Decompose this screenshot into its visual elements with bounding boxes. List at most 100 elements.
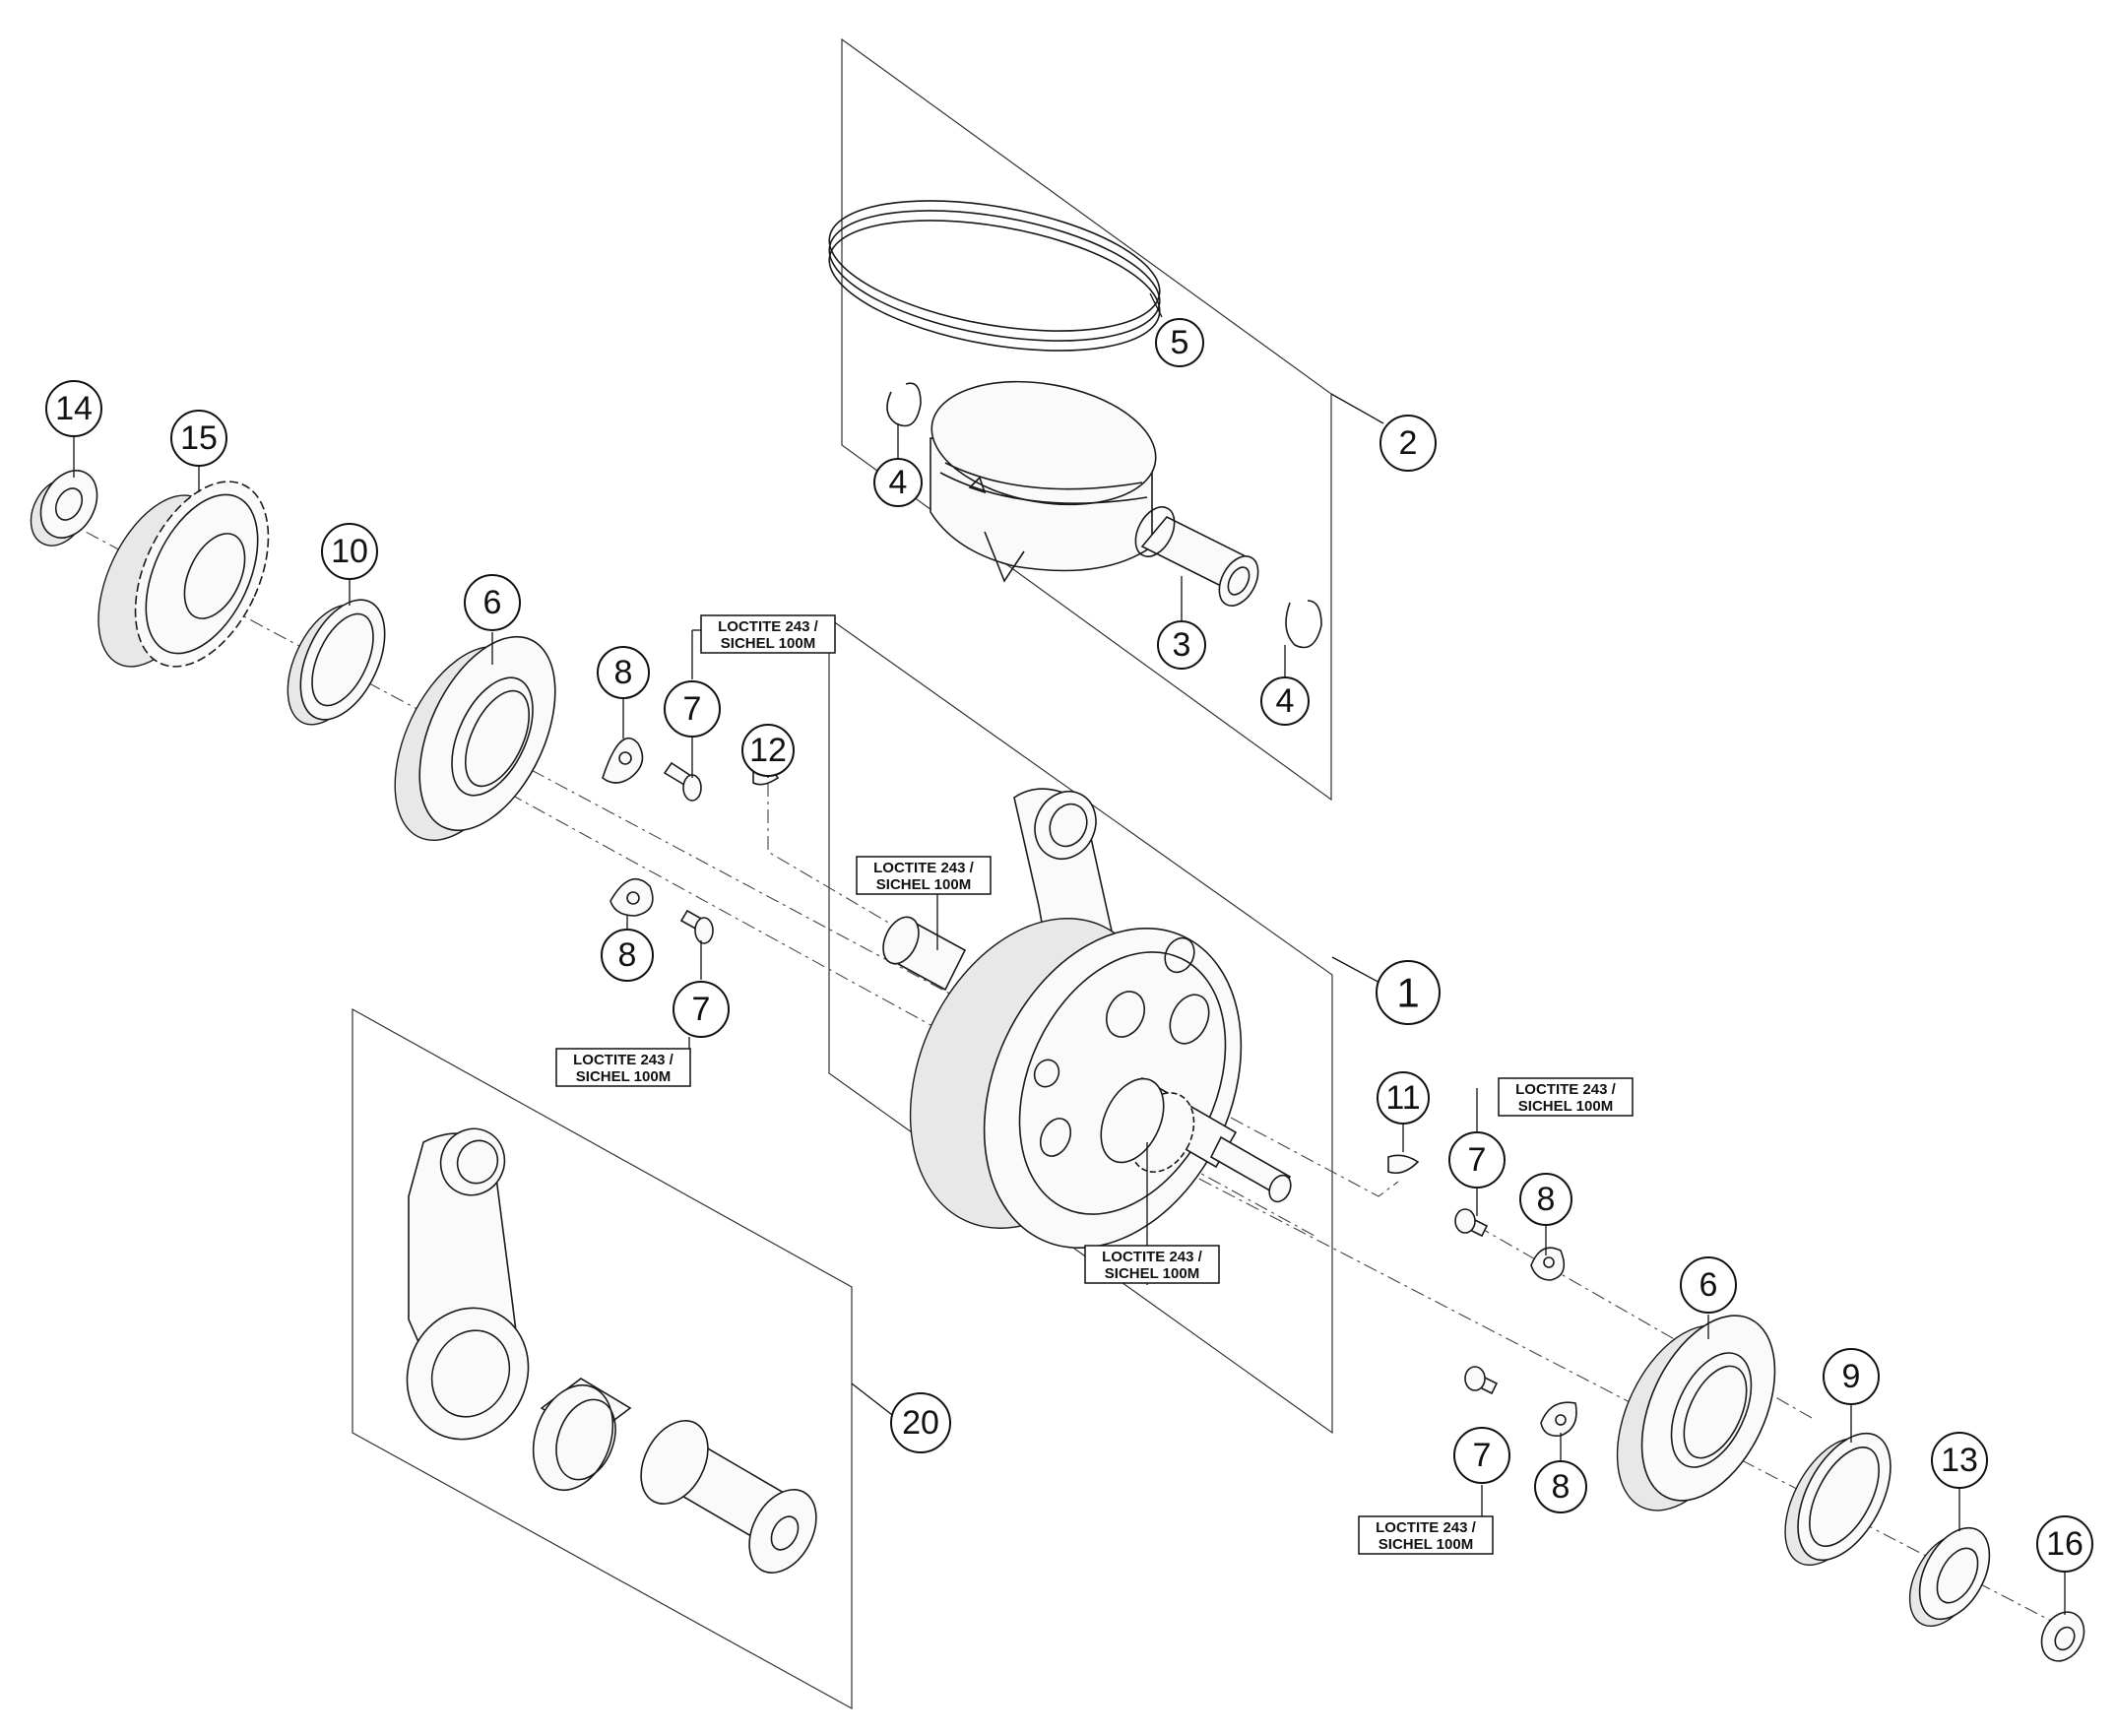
svg-text:14: 14 bbox=[55, 390, 93, 427]
svg-text:10: 10 bbox=[331, 533, 368, 570]
main-axis-lower bbox=[1033, 1092, 2079, 1636]
svg-text:7: 7 bbox=[692, 991, 711, 1028]
callout-8-lower-right: 8 bbox=[1534, 1460, 1587, 1513]
part-8-lock-plate-right-lower bbox=[1540, 1401, 1577, 1438]
part-14-nut bbox=[30, 470, 98, 547]
callout-9: 9 bbox=[1823, 1348, 1880, 1405]
callout-4-right: 4 bbox=[1260, 676, 1310, 726]
svg-text:6: 6 bbox=[483, 584, 502, 621]
loctite-note-upper-right: LOCTITE 243 / SICHEL 100M bbox=[1498, 1077, 1634, 1117]
callout-4-left: 4 bbox=[873, 458, 923, 507]
part-3-piston-pin bbox=[1134, 506, 1259, 607]
svg-text:4: 4 bbox=[889, 464, 908, 501]
callout-8-lower-left: 8 bbox=[601, 929, 654, 982]
svg-text:5: 5 bbox=[1171, 324, 1189, 361]
callout-10: 10 bbox=[321, 523, 378, 580]
callout-5: 5 bbox=[1155, 318, 1204, 367]
loctite-note-lower-right: LOCTITE 243 / SICHEL 100M bbox=[1358, 1515, 1494, 1555]
callout-14: 14 bbox=[45, 380, 102, 437]
svg-text:13: 13 bbox=[1941, 1442, 1978, 1479]
svg-text:16: 16 bbox=[2046, 1525, 2084, 1563]
svg-text:7: 7 bbox=[683, 690, 702, 728]
part-8-lock-plate-right-upper bbox=[1530, 1247, 1566, 1281]
part-16-nut bbox=[2040, 1611, 2085, 1662]
svg-text:4: 4 bbox=[1276, 682, 1295, 720]
svg-text:8: 8 bbox=[1552, 1468, 1571, 1506]
svg-text:2: 2 bbox=[1399, 424, 1418, 462]
svg-text:1: 1 bbox=[1396, 970, 1419, 1016]
callout-15: 15 bbox=[170, 410, 227, 467]
part-7-bolt-right-upper bbox=[1454, 1208, 1489, 1238]
part-6-bearing-left bbox=[394, 635, 556, 841]
svg-text:8: 8 bbox=[618, 936, 637, 974]
svg-text:3: 3 bbox=[1173, 626, 1191, 664]
svg-text:20: 20 bbox=[902, 1404, 939, 1442]
callout-3: 3 bbox=[1157, 620, 1206, 670]
callout-7-upper-right: 7 bbox=[1448, 1131, 1506, 1189]
piston-group-frame bbox=[841, 37, 1332, 802]
svg-text:LOCTITE 243 /: LOCTITE 243 / bbox=[1102, 1249, 1203, 1265]
part-15-gear bbox=[97, 481, 270, 668]
loctite-note-lower-left: LOCTITE 243 / SICHEL 100M bbox=[555, 1048, 691, 1087]
callout-8-upper-left: 8 bbox=[597, 646, 650, 699]
svg-text:6: 6 bbox=[1699, 1266, 1718, 1304]
svg-text:LOCTITE 243 /: LOCTITE 243 / bbox=[718, 618, 819, 635]
svg-text:SICHEL 100M: SICHEL 100M bbox=[721, 635, 815, 652]
svg-text:LOCTITE 243 /: LOCTITE 243 / bbox=[873, 860, 975, 876]
callout-8-upper-right: 8 bbox=[1519, 1173, 1572, 1226]
callout-7-lower-right: 7 bbox=[1453, 1427, 1510, 1484]
svg-text:7: 7 bbox=[1473, 1437, 1492, 1474]
callout-16: 16 bbox=[2036, 1515, 2093, 1573]
part-7-bolt-lower bbox=[679, 909, 714, 944]
part-7-bolt-upper bbox=[663, 761, 702, 802]
loctite-note-upper-left: LOCTITE 243 / SICHEL 100M bbox=[700, 614, 836, 654]
svg-text:SICHEL 100M: SICHEL 100M bbox=[876, 876, 971, 893]
callout-7-upper-left: 7 bbox=[664, 680, 721, 738]
svg-text:SICHEL 100M: SICHEL 100M bbox=[1379, 1536, 1473, 1553]
callout-7-lower-left: 7 bbox=[673, 981, 730, 1038]
part-11-woodruff-key bbox=[1387, 1154, 1420, 1175]
part-piston bbox=[930, 380, 1157, 583]
conrod-group-frame bbox=[352, 1007, 853, 1710]
svg-text:LOCTITE 243 /: LOCTITE 243 / bbox=[573, 1052, 674, 1068]
loctite-note-center: LOCTITE 243 / SICHEL 100M bbox=[1084, 1245, 1220, 1284]
svg-text:SICHEL 100M: SICHEL 100M bbox=[576, 1068, 671, 1085]
part-6-bearing-right bbox=[1616, 1315, 1776, 1511]
part-7-bolt-right-lower bbox=[1464, 1366, 1499, 1395]
part-5-piston-rings bbox=[828, 200, 1161, 352]
svg-text:LOCTITE 243 /: LOCTITE 243 / bbox=[1515, 1081, 1617, 1098]
callout-6-right: 6 bbox=[1680, 1256, 1737, 1314]
part-1-crankshaft bbox=[882, 788, 1292, 1250]
svg-text:15: 15 bbox=[180, 419, 218, 457]
key-axis-12 bbox=[767, 783, 936, 951]
callout-6-left: 6 bbox=[464, 574, 521, 631]
part-8-lock-plate-upper bbox=[602, 738, 644, 784]
svg-text:LOCTITE 243 /: LOCTITE 243 / bbox=[1376, 1519, 1477, 1536]
part-9-seal-ring bbox=[1784, 1432, 1892, 1567]
callout-2: 2 bbox=[1379, 415, 1437, 472]
svg-text:SICHEL 100M: SICHEL 100M bbox=[1105, 1265, 1199, 1282]
svg-text:11: 11 bbox=[1385, 1079, 1420, 1117]
callout-11: 11 bbox=[1377, 1071, 1430, 1125]
leader-lines bbox=[73, 292, 2066, 1615]
callout-20: 20 bbox=[890, 1392, 951, 1453]
svg-text:8: 8 bbox=[1537, 1181, 1556, 1218]
loctite-note-center-left: LOCTITE 243 / SICHEL 100M bbox=[856, 856, 992, 895]
svg-text:SICHEL 100M: SICHEL 100M bbox=[1518, 1098, 1613, 1115]
part-10-seal-ring bbox=[287, 599, 386, 726]
part-20-conrod-kit bbox=[406, 1127, 817, 1574]
key-axis-11 bbox=[1230, 1117, 1399, 1197]
svg-text:8: 8 bbox=[614, 654, 633, 691]
callout-13: 13 bbox=[1931, 1432, 1988, 1489]
part-4-circlip-right bbox=[1285, 600, 1322, 649]
svg-text:7: 7 bbox=[1468, 1141, 1487, 1179]
part-13-nut bbox=[1908, 1526, 1991, 1628]
crankshaft-group-frame bbox=[828, 616, 1333, 1435]
svg-text:9: 9 bbox=[1842, 1358, 1861, 1395]
part-8-lock-plate-lower bbox=[609, 877, 654, 917]
callout-12: 12 bbox=[741, 724, 795, 777]
svg-text:12: 12 bbox=[749, 732, 787, 769]
callout-1: 1 bbox=[1376, 960, 1441, 1025]
